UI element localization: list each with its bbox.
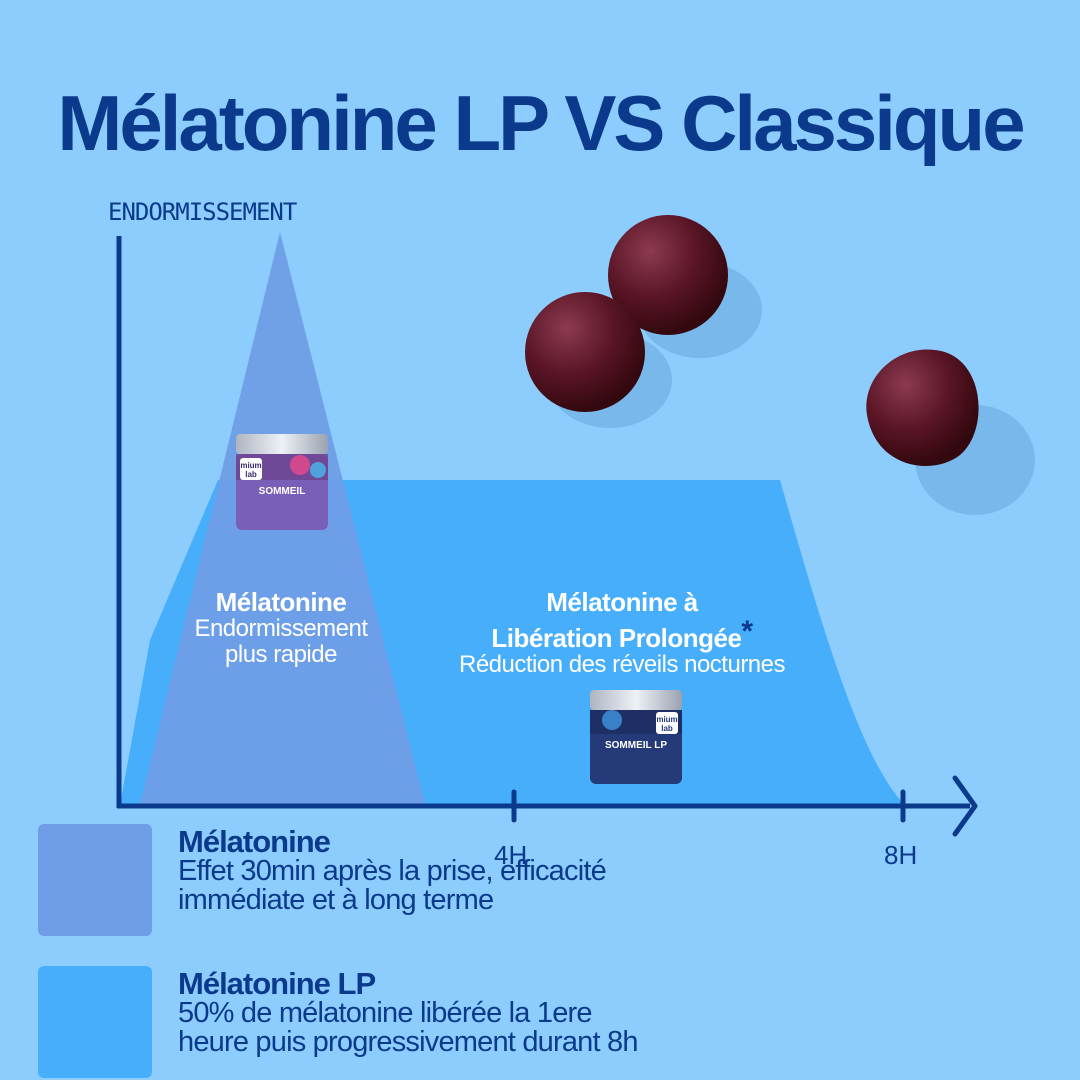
- annotation-title: Mélatonine à: [546, 587, 698, 617]
- legend-swatch-melatonine-lp: [38, 966, 152, 1078]
- annotation-line: plus rapide: [225, 640, 337, 668]
- gummy-candy: [525, 292, 645, 412]
- legend-desc-line: Effet 30min après la prise, efficacité: [178, 855, 607, 887]
- jar-brand: lab: [661, 724, 673, 733]
- annotation-desc: Réduction des réveils nocturnes: [458, 651, 786, 679]
- jar-brand: lab: [245, 470, 257, 479]
- product-jar-sommeil-lp: [590, 690, 682, 784]
- legend-swatch-melatonine: [38, 824, 152, 936]
- asterisk-mark: *: [741, 615, 753, 649]
- y-axis-label: ENDORMISSEMENT: [108, 198, 297, 226]
- legend-title: Mélatonine LP: [178, 966, 376, 1001]
- x-tick-label-4h: 4H: [494, 840, 528, 870]
- annotation-title-line2: Libération Prolongée*: [412, 615, 832, 654]
- jar-brand: mium: [656, 715, 677, 724]
- legend-item-melatonine-lp: Mélatonine LP 50% de mélatonine libérée …: [178, 968, 638, 1057]
- legend-desc-line: immédiate et à long terme: [178, 884, 494, 916]
- annotation-title-text: Libération Prolongée: [491, 623, 742, 654]
- gummy-candy: [866, 349, 979, 466]
- jar-product-name: SOMMEIL LP: [605, 740, 667, 751]
- product-jar-sommeil: [236, 434, 328, 530]
- annotation-melatonine: Mélatonine Endormissement plus rapide: [150, 588, 412, 668]
- gummy-candy: [608, 215, 728, 335]
- annotation-title: Mélatonine: [215, 587, 347, 617]
- legend-item-melatonine: Mélatonine Effet 30min après la prise, e…: [178, 824, 607, 916]
- x-axis-arrow: [952, 775, 978, 837]
- annotation-melatonine-lp: Mélatonine à Libération Prolongée* Réduc…: [412, 588, 832, 678]
- annotation-line: Endormissement: [194, 615, 368, 643]
- legend-desc-line: 50% de mélatonine libérée la 1ere: [178, 997, 593, 1029]
- legend-title: Mélatonine: [178, 824, 331, 859]
- legend-desc-line: heure puis progressivement durant 8h: [178, 1026, 638, 1058]
- x-tick-label-8h: 8H: [884, 840, 918, 870]
- jar-product-name: SOMMEIL: [259, 486, 306, 497]
- page-title: Mélatonine LP VS Classique: [57, 79, 1025, 167]
- jar-brand: mium: [240, 461, 261, 470]
